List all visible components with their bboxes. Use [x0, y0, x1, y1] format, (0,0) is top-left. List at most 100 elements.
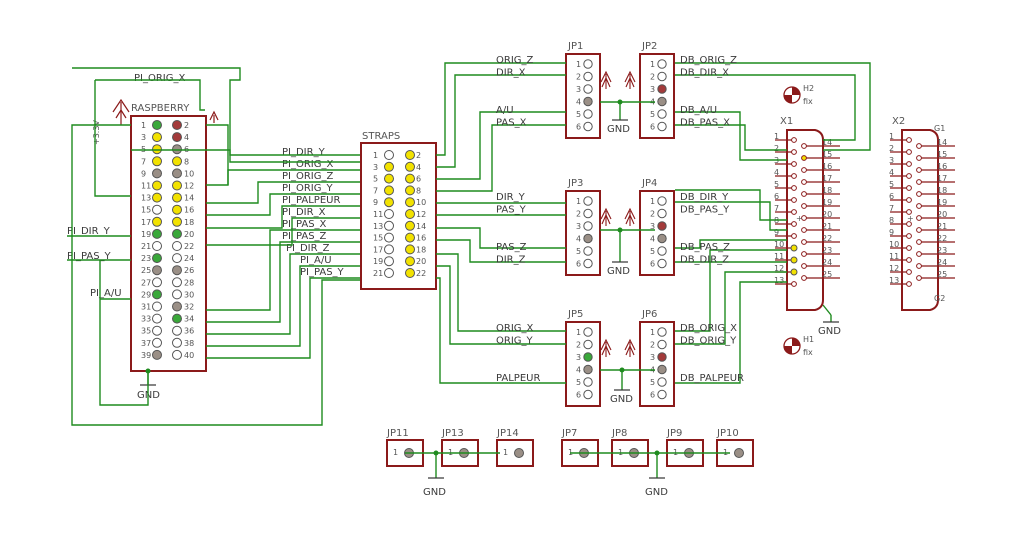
straps-pin-odd[interactable] [384, 173, 394, 184]
rpi-pin-odd[interactable] [152, 253, 162, 264]
rpi-pin-odd[interactable] [152, 289, 162, 300]
straps-pin-odd[interactable] [384, 161, 394, 172]
x1-pin-active[interactable] [790, 268, 798, 276]
x1-pin[interactable] [791, 173, 797, 179]
jp5-pin[interactable] [583, 327, 593, 337]
x1-pin[interactable] [791, 161, 797, 167]
rpi-pin-even[interactable] [172, 325, 182, 336]
straps-pin-even[interactable] [405, 173, 415, 184]
x1-pin[interactable] [791, 281, 797, 287]
straps-pin-odd[interactable] [384, 220, 394, 231]
jp3-pin[interactable] [583, 258, 593, 269]
jp2-pin[interactable] [657, 109, 667, 119]
straps-pin-odd[interactable] [384, 268, 394, 278]
rpi-pin-odd[interactable] [152, 325, 162, 336]
x2-pin[interactable] [916, 227, 922, 233]
jp1-pin[interactable] [583, 71, 593, 82]
jp3-pin[interactable] [583, 246, 593, 256]
x1-pin[interactable] [801, 143, 807, 149]
rpi-pin-odd[interactable] [152, 337, 162, 348]
jp1-pin[interactable] [583, 121, 593, 132]
rpi-pin-even[interactable] [172, 120, 182, 130]
jp6-pin[interactable] [657, 339, 667, 350]
rpi-pin-odd[interactable] [152, 144, 162, 155]
jp4-pin[interactable] [657, 196, 667, 206]
small-jumper-pin[interactable] [734, 448, 744, 458]
x1-pin[interactable] [791, 149, 797, 155]
x1-pin[interactable] [791, 209, 797, 215]
x1-connector[interactable]: X1 1234567891011121314151617181920212223… [774, 116, 841, 337]
rpi-pin-odd[interactable] [152, 216, 162, 227]
rpi-pin-even[interactable] [172, 192, 182, 203]
x2-pin[interactable] [916, 239, 922, 245]
rpi-pin-even[interactable] [172, 144, 182, 155]
jp4-pin[interactable] [657, 233, 667, 244]
rpi-pin-odd[interactable] [152, 156, 162, 167]
rpi-pin-odd[interactable] [152, 277, 162, 288]
rpi-pin-odd[interactable] [152, 132, 162, 143]
rpi-pin-even[interactable] [172, 228, 182, 239]
rpi-pin-even[interactable] [172, 289, 182, 300]
x2-pin[interactable] [906, 233, 912, 239]
jp5-pin[interactable] [583, 339, 593, 350]
straps-pin-even[interactable] [405, 268, 415, 278]
x2-pin[interactable] [906, 149, 912, 155]
x2-pin[interactable] [906, 185, 912, 191]
straps-pin-even[interactable] [405, 209, 415, 219]
x2-pin[interactable] [916, 191, 922, 197]
x1-pin-active[interactable] [790, 256, 798, 264]
straps-pin-even[interactable] [405, 150, 415, 160]
jp3-pin[interactable] [583, 196, 593, 206]
jp6-pin[interactable] [657, 377, 667, 387]
rpi-pin-even[interactable] [172, 216, 182, 227]
x2-pin[interactable] [906, 173, 912, 179]
rpi-pin-odd[interactable] [152, 301, 162, 312]
jp4-pin[interactable] [657, 221, 667, 231]
rpi-pin-odd[interactable] [152, 192, 162, 203]
x1-pin[interactable] [801, 263, 807, 269]
rpi-pin-odd[interactable] [152, 204, 162, 215]
rpi-pin-even[interactable] [172, 277, 182, 288]
jp3-pin[interactable] [583, 233, 593, 244]
straps-pin-even[interactable] [405, 185, 415, 196]
x2-pin[interactable] [916, 275, 922, 281]
jp2-pin[interactable] [657, 121, 667, 132]
x2-pin[interactable] [916, 179, 922, 185]
x2-pin[interactable] [906, 245, 912, 251]
x2-pin[interactable] [906, 281, 912, 287]
jp4-pin[interactable] [657, 246, 667, 256]
x1-pin[interactable] [801, 155, 807, 161]
x2-pin[interactable] [916, 167, 922, 173]
straps-pin-even[interactable] [405, 220, 415, 231]
straps-pin-even[interactable] [405, 256, 415, 267]
rpi-pin-even[interactable] [172, 313, 182, 324]
rpi-pin-odd[interactable] [152, 349, 162, 360]
x2-pin[interactable] [906, 257, 912, 263]
rpi-pin-even[interactable] [172, 180, 182, 191]
x1-pin[interactable] [801, 179, 807, 185]
x2-pin[interactable] [916, 143, 922, 149]
jp5-pin[interactable] [583, 377, 593, 387]
rpi-pin-even[interactable] [172, 265, 182, 276]
jp1-pin[interactable] [583, 109, 593, 119]
jp5-pin[interactable] [583, 352, 593, 362]
straps-pin-odd[interactable] [384, 197, 394, 208]
jp2-pin[interactable] [657, 84, 667, 94]
straps-pin-odd[interactable] [384, 256, 394, 267]
rpi-pin-odd[interactable] [152, 265, 162, 276]
rpi-pin-odd[interactable] [152, 313, 162, 324]
jp1-pin[interactable] [583, 84, 593, 94]
x1-pin[interactable] [801, 227, 807, 233]
x2-pin[interactable] [906, 269, 912, 275]
rpi-pin-odd[interactable] [152, 180, 162, 191]
